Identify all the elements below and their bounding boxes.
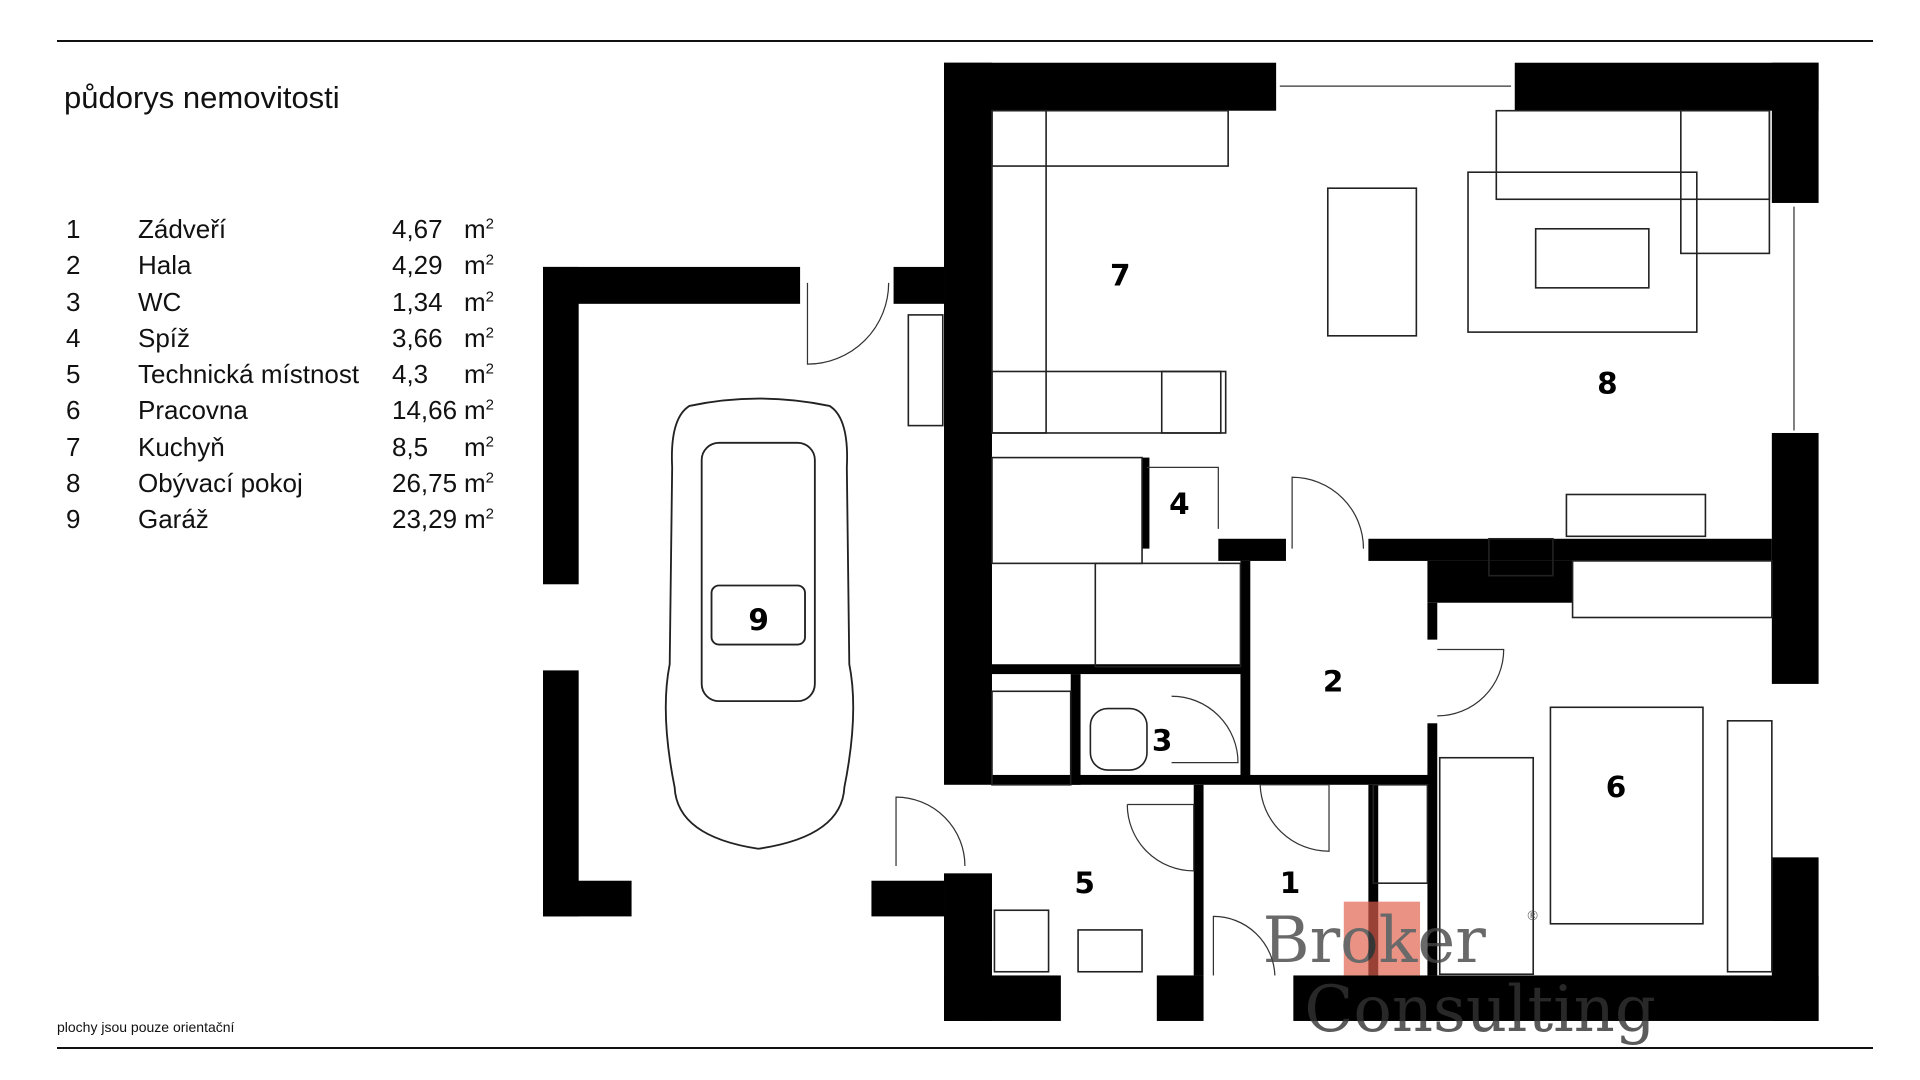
room-area: 4,29 bbox=[392, 250, 443, 281]
area-unit: m2 bbox=[464, 286, 495, 317]
room-name: Zádveří bbox=[138, 214, 227, 244]
area-unit: m2 bbox=[464, 395, 495, 426]
footnote: plochy jsou pouze orientační bbox=[57, 1019, 235, 1035]
room-name: Technická místnost bbox=[138, 359, 360, 390]
walls bbox=[543, 62, 1819, 1021]
room-number: 9 bbox=[66, 504, 81, 535]
room-area: 26,75 bbox=[392, 468, 458, 499]
room-label-1: 1 bbox=[1280, 866, 1301, 900]
room-label-2: 2 bbox=[1323, 664, 1344, 698]
room-number: 4 bbox=[66, 322, 81, 353]
room-name: Garáž bbox=[138, 504, 209, 535]
room-name: Obývací pokoj bbox=[138, 468, 303, 499]
car-icon bbox=[664, 397, 855, 850]
room-area: 4,3 bbox=[392, 359, 429, 390]
room-number: 2 bbox=[66, 250, 81, 281]
room-label-5: 5 bbox=[1074, 866, 1095, 900]
room-label-4: 4 bbox=[1169, 487, 1190, 521]
logo-registered-mark: ® bbox=[1526, 908, 1540, 924]
logo-line-1: Broker bbox=[1263, 904, 1487, 978]
room-number: 1 bbox=[66, 214, 81, 244]
furniture bbox=[907, 109, 1773, 976]
room-number: 7 bbox=[66, 431, 81, 462]
room-number: 6 bbox=[66, 395, 81, 426]
doors bbox=[806, 85, 1795, 976]
logo-line-2: Consulting bbox=[1304, 973, 1655, 1047]
room-name: WC bbox=[138, 286, 182, 317]
room-label-7: 7 bbox=[1110, 258, 1131, 292]
room-label-6: 6 bbox=[1606, 770, 1627, 804]
room-area: 23,29 bbox=[392, 504, 458, 535]
area-unit: m2 bbox=[464, 214, 495, 244]
room-number: 8 bbox=[66, 468, 81, 499]
area-unit: m2 bbox=[464, 431, 495, 462]
room-area: 1,34 bbox=[392, 286, 443, 317]
bottom-rule bbox=[57, 1047, 1873, 1049]
room-label-8: 8 bbox=[1597, 367, 1618, 401]
room-area: 3,66 bbox=[392, 322, 443, 353]
room-name: Hala bbox=[138, 250, 192, 281]
area-unit: m2 bbox=[464, 359, 495, 390]
area-unit: m2 bbox=[464, 468, 495, 499]
page-title: půdorys nemovitosti bbox=[64, 80, 340, 115]
top-rule bbox=[57, 40, 1873, 42]
area-unit: m2 bbox=[464, 250, 495, 281]
room-name: Spíž bbox=[138, 322, 191, 353]
room-area: 14,66 bbox=[392, 395, 458, 426]
room-number: 3 bbox=[66, 286, 81, 317]
room-area: 8,5 bbox=[392, 431, 429, 462]
room-label-3: 3 bbox=[1152, 723, 1173, 757]
room-number: 5 bbox=[66, 359, 81, 390]
area-unit: m2 bbox=[464, 504, 495, 535]
room-labels: 1 2 3 4 5 6 7 8 9 bbox=[748, 258, 1626, 900]
room-area: 4,67 bbox=[392, 214, 443, 244]
room-name: Pracovna bbox=[138, 395, 248, 426]
broker-consulting-logo: Broker Consulting ® bbox=[1263, 901, 1656, 1047]
room-label-9: 9 bbox=[748, 603, 769, 637]
room-name: Kuchyň bbox=[138, 431, 225, 462]
area-unit: m2 bbox=[464, 322, 495, 353]
